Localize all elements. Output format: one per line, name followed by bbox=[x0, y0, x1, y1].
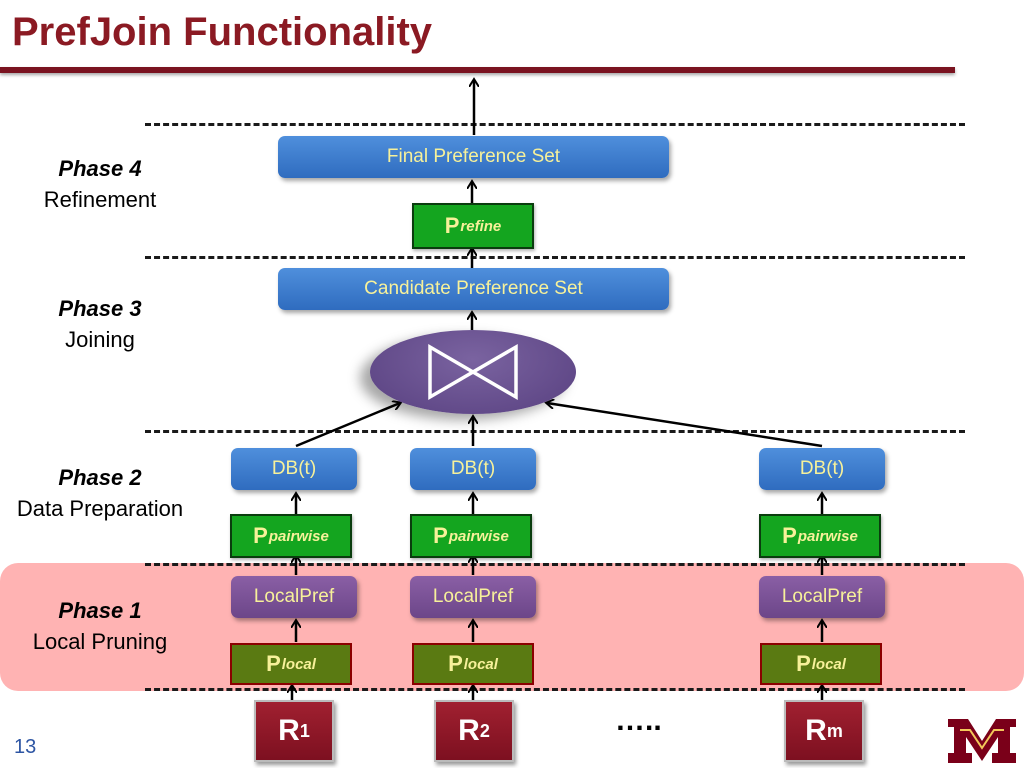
p-local-sub: local bbox=[811, 655, 846, 673]
p-refine-sub: refine bbox=[460, 217, 502, 235]
separator-top bbox=[145, 123, 965, 126]
p-pairwise-base: P bbox=[782, 523, 797, 548]
separator-phase4-3 bbox=[145, 256, 965, 259]
localpref-box-1: LocalPref bbox=[231, 576, 357, 618]
phase-number: Phase 2 bbox=[58, 465, 142, 490]
phase-number: Phase 1 bbox=[58, 598, 142, 623]
separator-phase3-2 bbox=[145, 430, 965, 433]
p-local-base: P bbox=[266, 651, 281, 676]
relation-base: R bbox=[458, 714, 480, 747]
relation-base: R bbox=[278, 714, 300, 747]
p-pairwise-sub: pairwise bbox=[797, 527, 858, 545]
p-local-sub: local bbox=[463, 655, 498, 673]
localpref-box-m: LocalPref bbox=[759, 576, 885, 618]
final-preference-set-label: Final Preference Set bbox=[386, 146, 561, 167]
db-label: DB(t) bbox=[271, 458, 317, 479]
candidate-preference-set-label: Candidate Preference Set bbox=[364, 278, 583, 299]
phase-description: Joining bbox=[65, 327, 135, 352]
final-preference-set-box: Final Preference Set bbox=[278, 136, 669, 178]
relation-sub: 1 bbox=[299, 720, 310, 741]
slide-title: PrefJoin Functionality bbox=[12, 10, 433, 54]
db-box-1: DB(t) bbox=[231, 448, 357, 490]
phase-description: Refinement bbox=[43, 187, 157, 212]
page-number: 13 bbox=[14, 736, 37, 758]
localpref-label: LocalPref bbox=[781, 586, 863, 607]
phase-label-1: Phase 1 Local Pruning bbox=[0, 595, 200, 657]
phase-label-3: Phase 3 Joining bbox=[0, 293, 200, 355]
phase-number: Phase 3 bbox=[58, 296, 142, 321]
separator-phase2-1 bbox=[145, 563, 965, 566]
p-pairwise-base: P bbox=[433, 523, 448, 548]
localpref-box-2: LocalPref bbox=[410, 576, 536, 618]
phase-label-2: Phase 2 Data Preparation bbox=[0, 462, 200, 524]
db-box-2: DB(t) bbox=[410, 448, 536, 490]
relation-sub: 2 bbox=[479, 720, 490, 741]
localpref-label: LocalPref bbox=[432, 586, 514, 607]
phase-description: Local Pruning bbox=[32, 629, 168, 654]
p-pairwise-sub: pairwise bbox=[448, 527, 509, 545]
p-local-base: P bbox=[796, 651, 811, 676]
p-pairwise-sub: pairwise bbox=[268, 527, 329, 545]
relation-base: R bbox=[805, 714, 827, 747]
localpref-label: LocalPref bbox=[253, 586, 335, 607]
phase-description: Data Preparation bbox=[16, 496, 184, 521]
separator-bottom bbox=[145, 688, 965, 691]
p-refine-base: P bbox=[444, 213, 460, 238]
db-box-m: DB(t) bbox=[759, 448, 885, 490]
p-local-base: P bbox=[448, 651, 463, 676]
p-local-sub: local bbox=[281, 655, 316, 673]
title-underline bbox=[0, 67, 955, 73]
relation-sub: m bbox=[826, 720, 843, 741]
join-operator bbox=[370, 330, 576, 414]
db-label: DB(t) bbox=[450, 458, 496, 479]
db-label: DB(t) bbox=[799, 458, 845, 479]
candidate-preference-set-box: Candidate Preference Set bbox=[278, 268, 669, 310]
p-pairwise-base: P bbox=[253, 523, 268, 548]
phase-label-4: Phase 4 Refinement bbox=[0, 153, 200, 215]
bowtie-join-icon bbox=[428, 343, 518, 401]
phase-number: Phase 4 bbox=[58, 156, 142, 181]
university-m-logo bbox=[948, 719, 1016, 763]
relations-ellipsis: ….. bbox=[615, 704, 662, 737]
